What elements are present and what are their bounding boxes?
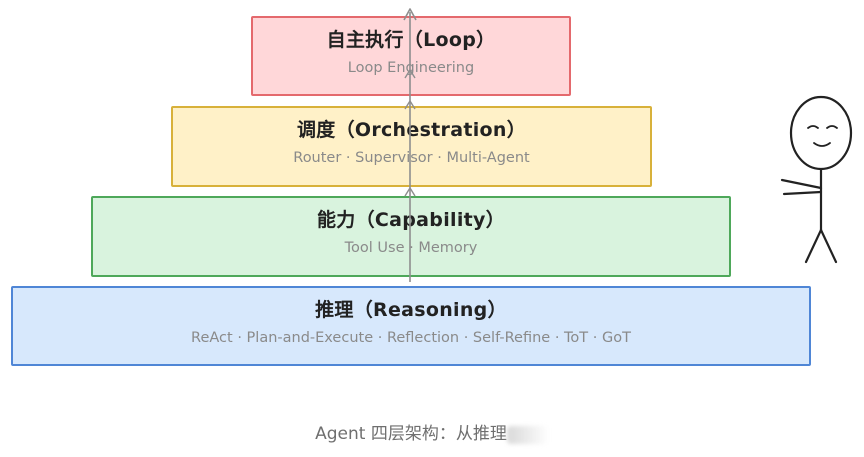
layer-orchestration: 调度（Orchestration） Router · Supervisor · … [171, 106, 652, 187]
caption-fade [506, 425, 549, 444]
figure-caption: Agent 四层架构：从推理 [315, 424, 507, 444]
layer-capability-subtitle: Tool Use · Memory [344, 240, 478, 256]
layer-capability-title: 能力（Capability） [317, 209, 505, 231]
layer-capability: 能力（Capability） Tool Use · Memory [91, 196, 731, 277]
caption-wrap: Agent 四层架构：从推理 [0, 422, 864, 446]
layer-reasoning-subtitle: ReAct · Plan-and-Execute · Reflection · … [191, 330, 631, 346]
layer-orchestration-subtitle: Router · Supervisor · Multi-Agent [293, 150, 530, 166]
layer-loop-subtitle: Loop Engineering [347, 60, 475, 76]
layer-loop-title: 自主执行（Loop） [326, 29, 496, 51]
layer-reasoning-title: 推理（Reasoning） [315, 299, 507, 321]
layer-orchestration-title: 调度（Orchestration） [296, 119, 527, 141]
layer-loop: 自主执行（Loop） Loop Engineering [251, 16, 571, 96]
layer-reasoning: 推理（Reasoning） ReAct · Plan-and-Execute ·… [11, 286, 811, 366]
stick-figure-icon [780, 95, 853, 264]
